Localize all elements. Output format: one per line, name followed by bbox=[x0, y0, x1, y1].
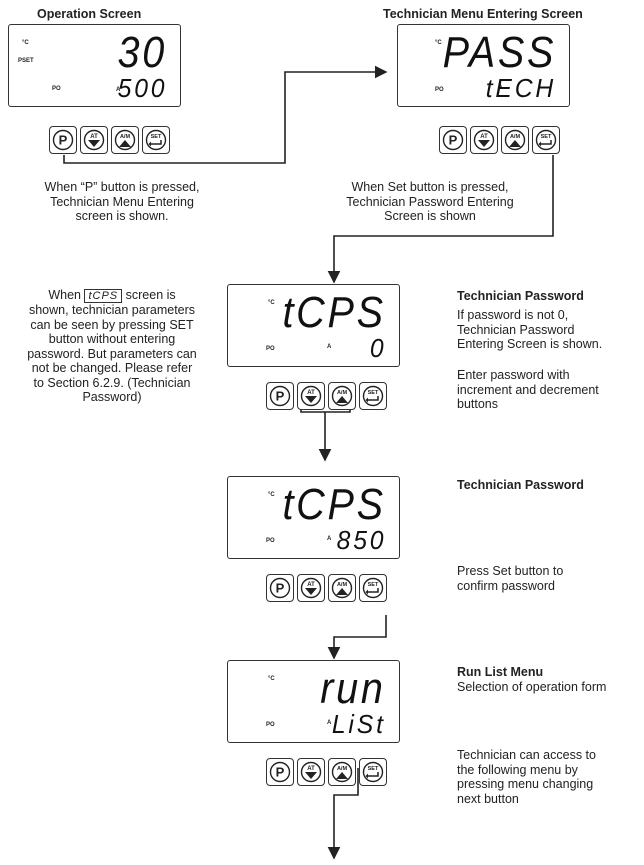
svg-text:SET: SET bbox=[368, 766, 379, 772]
po-indicator: PO bbox=[266, 346, 275, 352]
svg-text:SET: SET bbox=[541, 134, 552, 140]
tcps-zero-display: °C PO A tCPS 0 bbox=[227, 284, 400, 367]
a-indicator: A bbox=[327, 344, 332, 350]
confirm-password-note: Press Set button to confirm password bbox=[457, 564, 564, 593]
password-value-display: 850 bbox=[336, 525, 386, 555]
celsius-indicator: °C bbox=[268, 676, 275, 682]
technician-entry-display: °C PO A PASS tECH bbox=[397, 24, 570, 107]
svg-text:P: P bbox=[276, 765, 285, 780]
technician-menu-title: Technician Menu Entering Screen bbox=[383, 7, 583, 21]
set-button[interactable]: SET bbox=[142, 126, 170, 154]
svg-text:P: P bbox=[59, 133, 68, 148]
svg-text:SET: SET bbox=[368, 582, 379, 588]
at-decrement-button[interactable]: AT bbox=[297, 574, 325, 602]
celsius-indicator: °C bbox=[268, 300, 275, 306]
po-indicator: PO bbox=[435, 87, 444, 93]
svg-text:AT: AT bbox=[307, 766, 315, 772]
pass-display: PASS bbox=[442, 28, 556, 77]
po-indicator: PO bbox=[52, 86, 61, 92]
a-indicator: A bbox=[116, 87, 121, 93]
a-indicator: A bbox=[327, 720, 332, 726]
tcps-zero-button-row: P AT A/M SET bbox=[266, 382, 387, 410]
a-indicator: A bbox=[498, 84, 503, 90]
tcps-info-note: When tCPS screen is shown, technician pa… bbox=[27, 288, 197, 404]
svg-text:P: P bbox=[449, 133, 458, 148]
tcps-850-button-row: P AT A/M SET bbox=[266, 574, 387, 602]
svg-text:P: P bbox=[276, 581, 285, 596]
set-button[interactable]: SET bbox=[359, 758, 387, 786]
technician-password-desc: If password is not 0, Technician Passwor… bbox=[457, 308, 603, 351]
operation-display: °C PSET PO A 30 500 bbox=[8, 24, 181, 107]
p-button[interactable]: P bbox=[266, 758, 294, 786]
tcps-display: tCPS bbox=[282, 288, 386, 337]
run-list-display: °C PO A run LiSt bbox=[227, 660, 400, 743]
set-pressed-note: When Set button is pressed, Technician P… bbox=[346, 180, 514, 223]
list-display: LiSt bbox=[332, 709, 386, 739]
tech-display: tECH bbox=[485, 73, 556, 103]
am-increment-button[interactable]: A/M bbox=[111, 126, 139, 154]
p-button[interactable]: P bbox=[266, 574, 294, 602]
tech-entry-button-row: P AT A/M SET bbox=[439, 126, 560, 154]
svg-text:A/M: A/M bbox=[120, 134, 131, 140]
svg-text:A/M: A/M bbox=[337, 582, 348, 588]
set-button[interactable]: SET bbox=[359, 382, 387, 410]
a-indicator: A bbox=[327, 536, 332, 542]
tcps-850-display: °C PO A tCPS 850 bbox=[227, 476, 400, 559]
am-increment-button[interactable]: A/M bbox=[328, 574, 356, 602]
operation-screen-title: Operation Screen bbox=[37, 7, 142, 21]
am-increment-button[interactable]: A/M bbox=[328, 758, 356, 786]
svg-text:A/M: A/M bbox=[337, 766, 348, 772]
svg-text:SET: SET bbox=[368, 390, 379, 396]
password-value-display: 0 bbox=[369, 333, 386, 363]
operation-button-row: P AT A/M SET bbox=[49, 126, 170, 154]
svg-text:A/M: A/M bbox=[510, 134, 521, 140]
run-list-desc: Selection of operation form bbox=[457, 680, 607, 694]
set-button[interactable]: SET bbox=[532, 126, 560, 154]
am-increment-button[interactable]: A/M bbox=[328, 382, 356, 410]
svg-text:A/M: A/M bbox=[337, 390, 348, 396]
enter-password-note: Enter password with increment and decrem… bbox=[457, 368, 599, 411]
run-list-title: Run List Menu bbox=[457, 665, 544, 679]
pset-indicator: PSET bbox=[18, 58, 34, 64]
svg-text:AT: AT bbox=[307, 582, 315, 588]
technician-password-title-2: Technician Password bbox=[457, 478, 584, 492]
set-value-display: 500 bbox=[117, 73, 167, 103]
run-display: run bbox=[320, 664, 386, 713]
svg-text:AT: AT bbox=[90, 134, 98, 140]
at-decrement-button[interactable]: AT bbox=[297, 382, 325, 410]
svg-text:AT: AT bbox=[307, 390, 315, 396]
tcps-display: tCPS bbox=[282, 480, 386, 529]
svg-text:P: P bbox=[276, 389, 285, 404]
celsius-indicator: °C bbox=[22, 40, 29, 46]
po-indicator: PO bbox=[266, 722, 275, 728]
at-decrement-button[interactable]: AT bbox=[80, 126, 108, 154]
p-button[interactable]: P bbox=[49, 126, 77, 154]
svg-text:AT: AT bbox=[480, 134, 488, 140]
at-decrement-button[interactable]: AT bbox=[297, 758, 325, 786]
tcps-inline-box: tCPS bbox=[84, 289, 123, 303]
process-value-display: 30 bbox=[117, 28, 167, 77]
p-pressed-note: When “P” button is pressed, Technician M… bbox=[44, 180, 200, 223]
p-button[interactable]: P bbox=[439, 126, 467, 154]
set-button[interactable]: SET bbox=[359, 574, 387, 602]
celsius-indicator: °C bbox=[435, 40, 442, 46]
p-button[interactable]: P bbox=[266, 382, 294, 410]
am-increment-button[interactable]: A/M bbox=[501, 126, 529, 154]
svg-text:SET: SET bbox=[151, 134, 162, 140]
run-button-row: P AT A/M SET bbox=[266, 758, 387, 786]
technician-password-title: Technician Password bbox=[457, 289, 584, 303]
po-indicator: PO bbox=[266, 538, 275, 544]
at-decrement-button[interactable]: AT bbox=[470, 126, 498, 154]
celsius-indicator: °C bbox=[268, 492, 275, 498]
run-list-access-note: Technician can access to the following m… bbox=[457, 748, 596, 806]
